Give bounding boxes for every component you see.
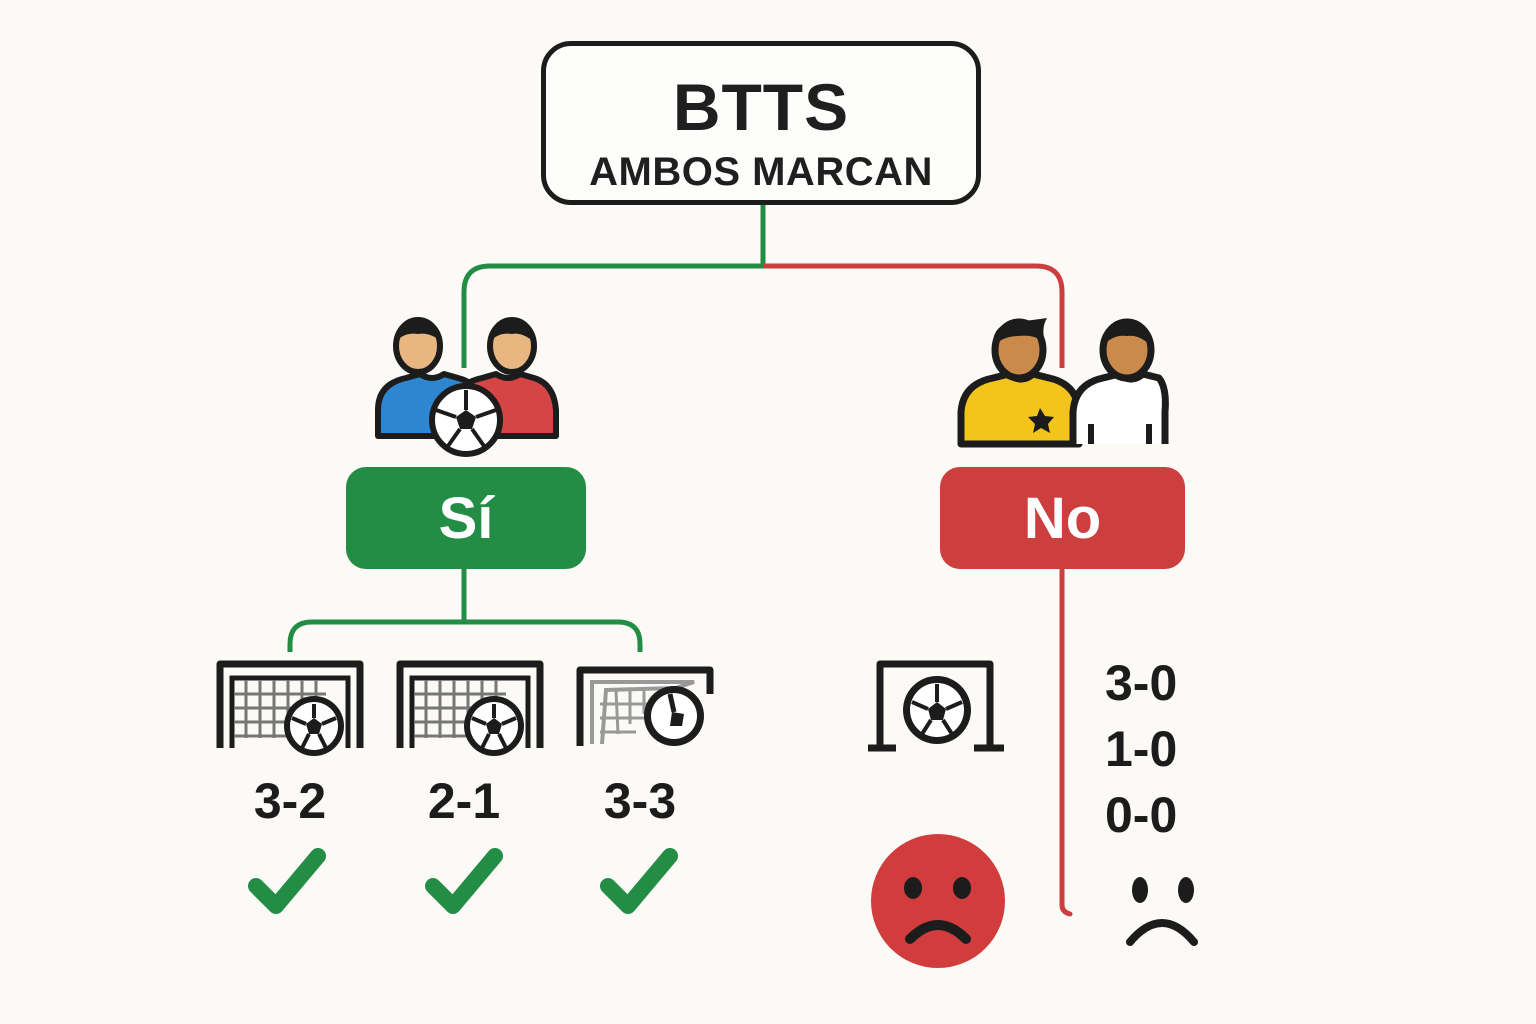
checkmark-icon [425,848,503,914]
yes-branch-label: Sí [346,467,586,569]
root-node: BTTS AMBOS MARCAN [541,41,981,205]
goal-net-ball-icon [216,660,364,756]
two-players-icon [957,318,1169,448]
sad-face-red-icon [871,834,1005,968]
goal-net-ball-icon [396,660,544,756]
no-branch-label: No [940,467,1185,569]
sad-face-outline-icon [1126,877,1198,946]
score-no-2: 1-0 [1105,721,1178,777]
checkmark-icon [248,848,326,914]
goal-net-ball-icon [576,666,714,746]
root-subtitle: AMBOS MARCAN [589,150,933,194]
score-yes-1: 3-2 [253,773,327,829]
two-players-with-ball-icon [375,317,559,457]
no-score-list: 3-0 1-0 0-0 [1105,658,1215,856]
score-no-1: 3-0 [1105,655,1178,711]
score-yes-3: 3-3 [603,773,677,829]
score-no-3: 0-0 [1105,787,1178,843]
goal-ball-icon [868,660,1004,752]
score-yes-2: 2-1 [427,773,501,829]
checkmark-icon [600,848,678,914]
root-title: BTTS [672,70,850,144]
